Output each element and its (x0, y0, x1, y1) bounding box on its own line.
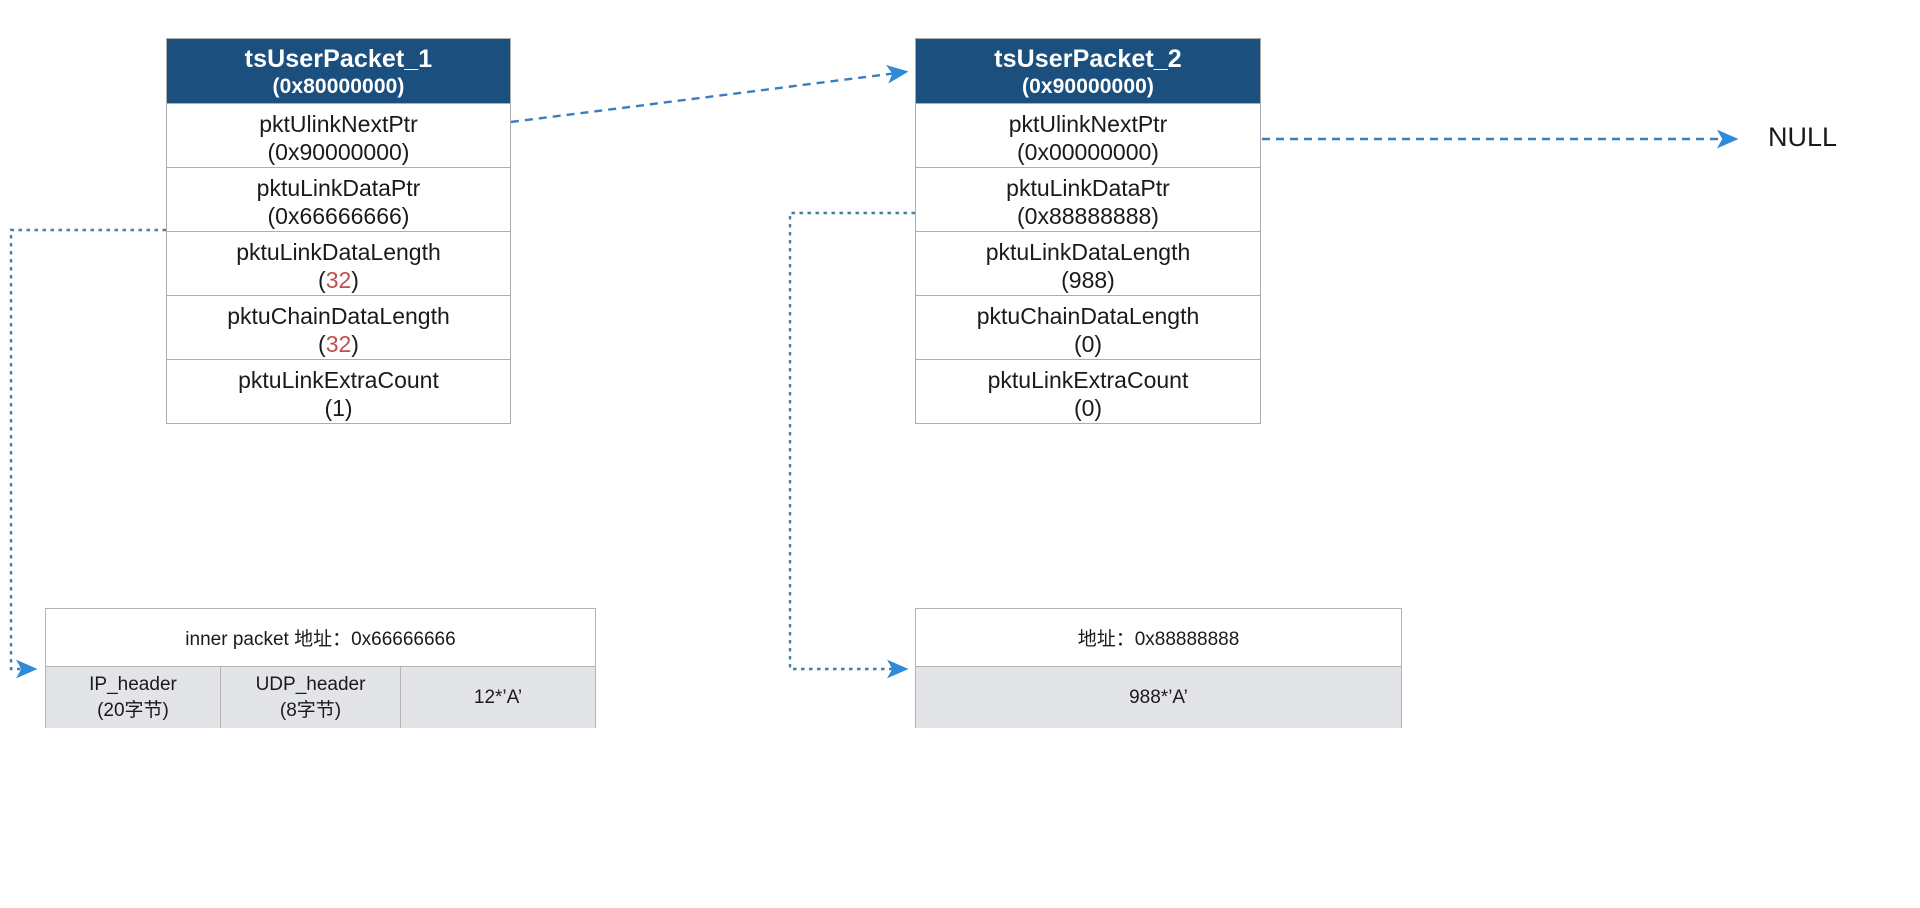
struct-name: tsUserPacket_1 (244, 45, 433, 73)
field-label: pktUlinkNextPtr (259, 111, 418, 137)
field-value: (988) (1061, 266, 1115, 293)
struct-table-tsuserpacket-1[interactable]: tsUserPacket_1 (0x80000000) pktUlinkNext… (166, 38, 511, 424)
field-value: (1) (324, 394, 353, 421)
buffer-segment[interactable]: 988*’A’ (916, 667, 1401, 728)
segment-line2: (20字节) (97, 699, 169, 721)
struct-header: tsUserPacket_1 (0x80000000) (167, 39, 510, 103)
field-value: (0x90000000) (267, 138, 410, 165)
buffer-segments: 988*’A’ (916, 666, 1401, 728)
field-label: pktuLinkDataLength (236, 239, 441, 265)
field-value: (0x00000000) (1017, 138, 1159, 165)
struct-field-row[interactable]: pktuLinkDataPtr (0x88888888) (916, 167, 1260, 231)
struct-field-row[interactable]: pktuChainDataLength (0) (916, 295, 1260, 359)
field-label: pktuLinkDataPtr (256, 175, 421, 201)
field-label: pktUlinkNextPtr (1008, 111, 1168, 137)
connector-dataptr-p1-to-buffer1 (9, 228, 166, 679)
struct-table-tsuserpacket-2[interactable]: tsUserPacket_2 (0x90000000) pktUlinkNext… (915, 38, 1261, 424)
struct-field-row[interactable]: pktuLinkDataLength (988) (916, 231, 1260, 295)
struct-field-row[interactable]: pktuLinkExtraCount (0) (916, 359, 1260, 423)
buffer-segments: IP_header (20字节) UDP_header (8字节) 12*’A’ (46, 666, 595, 728)
struct-field-row[interactable]: pktuLinkExtraCount (1) (167, 359, 510, 423)
field-label: pktuLinkDataPtr (1006, 175, 1170, 201)
buffer-segment[interactable]: UDP_header (8字节) (220, 667, 400, 728)
struct-field-row[interactable]: pktUlinkNextPtr (0x90000000) (167, 103, 510, 167)
segment-line2: (8字节) (279, 699, 342, 721)
field-label: pktuChainDataLength (227, 303, 450, 329)
field-label: pktuChainDataLength (976, 303, 1200, 329)
struct-field-row[interactable]: pktuLinkDataPtr (0x66666666) (167, 167, 510, 231)
struct-name: tsUserPacket_2 (994, 45, 1182, 73)
field-value: (0) (1073, 330, 1103, 357)
segment-line1: UDP_header (255, 673, 366, 695)
struct-address: (0x90000000) (1022, 74, 1154, 98)
struct-field-row[interactable]: pktuChainDataLength (32) (167, 295, 510, 359)
segment-line1: IP_header (89, 673, 177, 695)
buffer-box-inner-packet[interactable]: inner packet 地址：0x66666666 IP_header (20… (45, 608, 596, 728)
struct-field-row[interactable]: pktUlinkNextPtr (0x00000000) (916, 103, 1260, 167)
field-value: (0x66666666) (267, 202, 410, 229)
field-value: (0) (1073, 394, 1103, 421)
buffer-box-outer-packet[interactable]: 地址：0x88888888 988*’A’ (915, 608, 1402, 728)
struct-header: tsUserPacket_2 (0x90000000) (916, 39, 1260, 103)
field-label: pktuLinkDataLength (985, 239, 1191, 265)
field-label: pktuLinkExtraCount (987, 367, 1189, 393)
segment-line1: 988*’A’ (1129, 686, 1188, 708)
buffer-title: inner packet 地址：0x66666666 (46, 609, 595, 666)
buffer-segment[interactable]: IP_header (20字节) (46, 667, 220, 728)
field-label: pktuLinkExtraCount (238, 367, 439, 393)
buffer-segment[interactable]: 12*’A’ (400, 667, 595, 728)
null-label: NULL (1768, 122, 1838, 152)
struct-field-row[interactable]: pktuLinkDataLength (32) (167, 231, 510, 295)
field-value: (32) (318, 266, 359, 293)
buffer-title: 地址：0x88888888 (916, 609, 1401, 666)
struct-address: (0x80000000) (272, 74, 405, 98)
segment-line1: 12*’A’ (473, 686, 523, 708)
field-value: (32) (318, 330, 359, 357)
field-value: (0x88888888) (1017, 202, 1159, 229)
connector-next-p1-to-p2 (510, 64, 909, 124)
connector-dataptr-p2-to-buffer2 (788, 211, 915, 679)
